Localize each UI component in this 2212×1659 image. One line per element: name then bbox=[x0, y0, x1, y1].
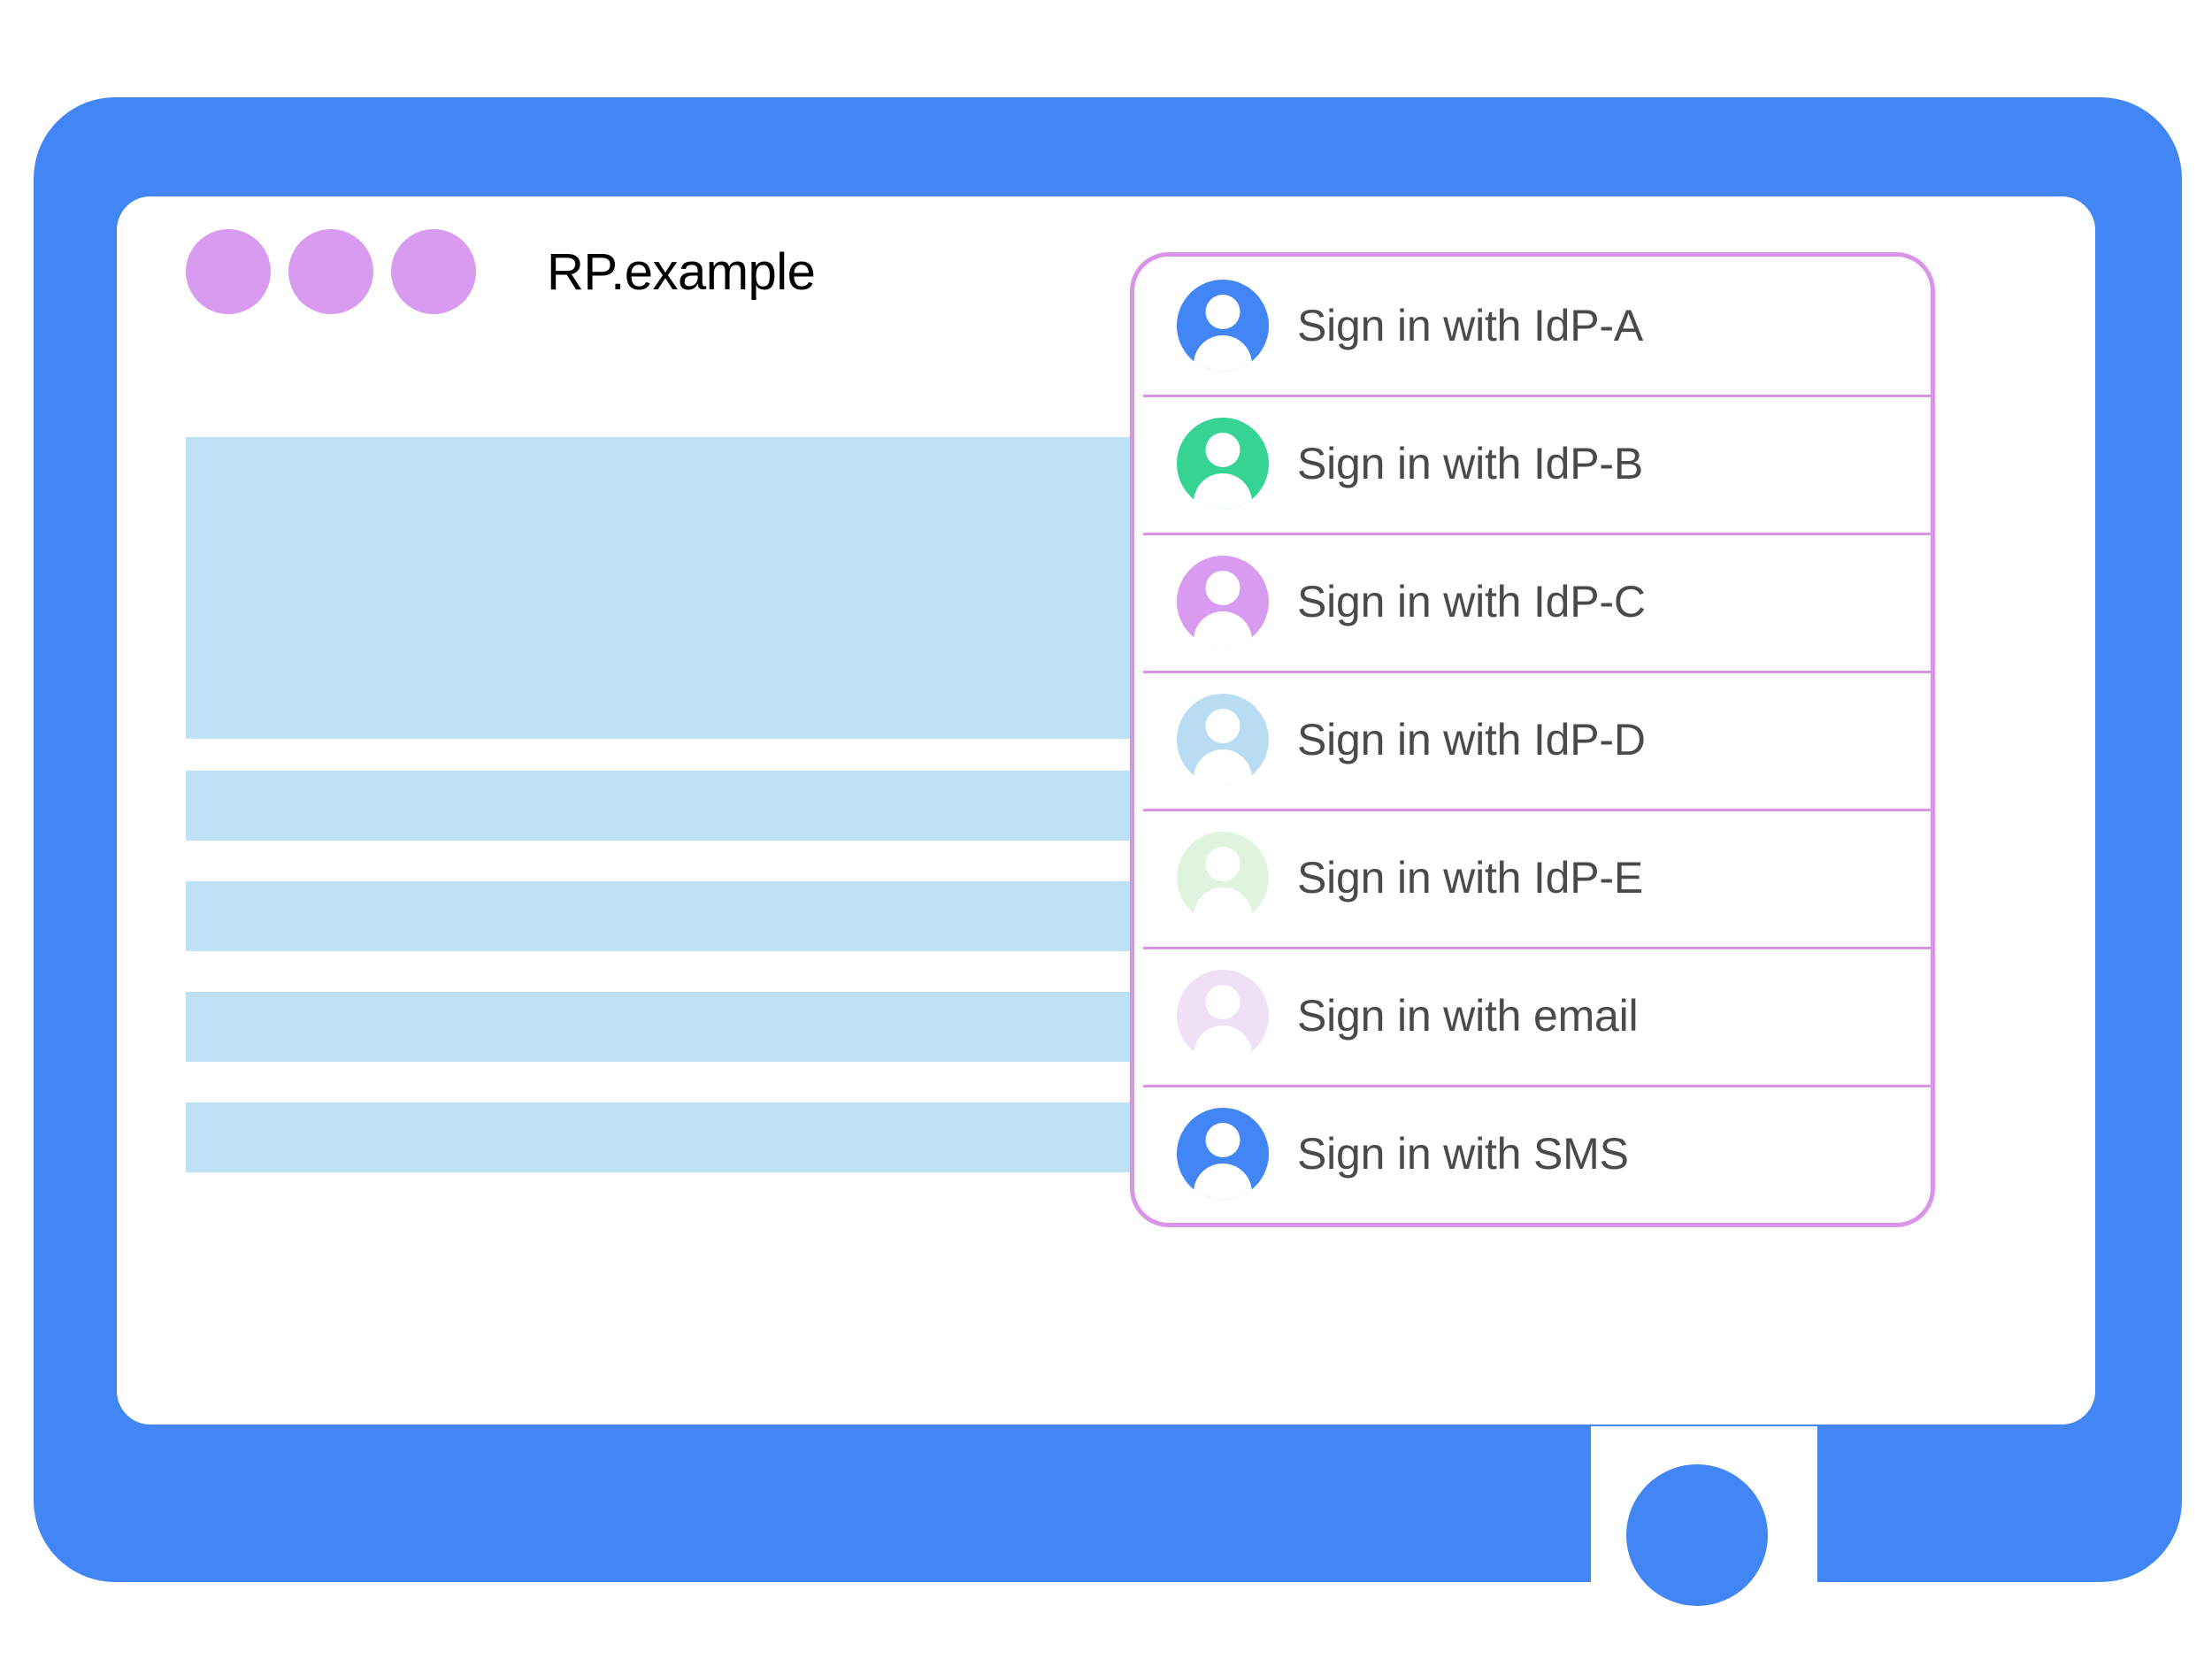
person-avatar-icon bbox=[1177, 1108, 1269, 1200]
account-label: Sign in with email bbox=[1297, 991, 1639, 1041]
title-bar: RP.example bbox=[117, 196, 2095, 347]
avatar-body bbox=[1194, 749, 1252, 786]
account-label: Sign in with IdP-A bbox=[1297, 301, 1644, 350]
avatar-body bbox=[1194, 1164, 1252, 1200]
account-label: Sign in with SMS bbox=[1297, 1129, 1629, 1179]
avatar-body bbox=[1194, 473, 1252, 510]
home-button[interactable] bbox=[1626, 1464, 1768, 1606]
text-bar-1 bbox=[186, 771, 1224, 841]
avatar-head bbox=[1205, 1123, 1240, 1157]
avatar-head bbox=[1205, 709, 1240, 743]
person-avatar-icon bbox=[1177, 970, 1269, 1062]
person-avatar-icon bbox=[1177, 694, 1269, 786]
title-bar-dot-1 bbox=[186, 229, 271, 314]
account-row[interactable]: Sign in with IdP-E bbox=[1134, 809, 1931, 947]
account-row[interactable]: Sign in with IdP-C bbox=[1134, 533, 1931, 671]
account-label: Sign in with IdP-D bbox=[1297, 715, 1646, 764]
person-avatar-icon bbox=[1177, 832, 1269, 924]
account-row[interactable]: Sign in with IdP-D bbox=[1134, 671, 1931, 809]
avatar-head bbox=[1205, 985, 1240, 1019]
avatar-body bbox=[1194, 611, 1252, 648]
avatar-body bbox=[1194, 1025, 1252, 1062]
account-chooser-dialog: Sign in with IdP-A Sign in with IdP-B Sign… bbox=[1130, 252, 1935, 1227]
text-bar-2 bbox=[186, 881, 1224, 951]
avatar-head bbox=[1205, 433, 1240, 467]
hero-block bbox=[186, 437, 1224, 739]
account-row[interactable]: Sign in with IdP-B bbox=[1134, 395, 1931, 533]
account-label: Sign in with IdP-B bbox=[1297, 439, 1644, 488]
page-title: RP.example bbox=[547, 242, 816, 301]
title-bar-dot-3 bbox=[391, 229, 476, 314]
avatar-head bbox=[1205, 295, 1240, 329]
account-row[interactable]: Sign in with email bbox=[1134, 947, 1931, 1085]
text-bar-3 bbox=[186, 992, 1224, 1062]
person-avatar-icon bbox=[1177, 280, 1269, 372]
account-row[interactable]: Sign in with SMS bbox=[1134, 1085, 1931, 1223]
text-bar-4 bbox=[186, 1102, 1224, 1172]
person-avatar-icon bbox=[1177, 418, 1269, 510]
avatar-body bbox=[1194, 887, 1252, 924]
account-row[interactable]: Sign in with IdP-A bbox=[1134, 257, 1931, 395]
account-list: Sign in with IdP-A Sign in with IdP-B Sign… bbox=[1134, 257, 1931, 1223]
account-label: Sign in with IdP-C bbox=[1297, 577, 1646, 626]
avatar-head bbox=[1205, 571, 1240, 605]
avatar-body bbox=[1194, 335, 1252, 372]
person-avatar-icon bbox=[1177, 556, 1269, 648]
account-label: Sign in with IdP-E bbox=[1297, 853, 1644, 902]
title-bar-dot-2 bbox=[288, 229, 373, 314]
content-placeholders bbox=[186, 437, 1224, 1172]
avatar-head bbox=[1205, 847, 1240, 881]
